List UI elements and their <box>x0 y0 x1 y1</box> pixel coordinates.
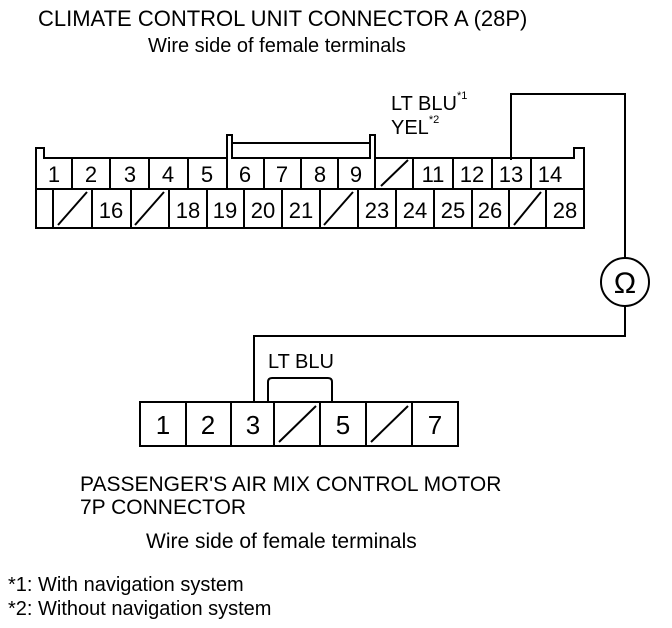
terminal-a20: 20 <box>251 198 275 223</box>
terminal-a25: 25 <box>441 198 465 223</box>
terminal-a18: 18 <box>176 198 200 223</box>
test-lead-lower <box>253 306 626 402</box>
footnote-1: *1: With navigation system <box>8 574 244 596</box>
wire-label-lt-blu: LT BLU*1 <box>391 91 467 115</box>
wire-mark-1: *1 <box>456 90 468 102</box>
wire-color-1: LT BLU <box>391 93 457 115</box>
terminal-b7: 7 <box>428 410 442 440</box>
ohmmeter-icon <box>600 257 650 307</box>
connector-b-housing <box>139 401 459 447</box>
empty-cavity-27 <box>513 191 542 226</box>
terminal-a24: 24 <box>403 198 427 223</box>
terminal-a9: 9 <box>350 162 362 187</box>
connector-a-housing <box>35 134 585 229</box>
connector-b-lock-tab <box>267 377 333 402</box>
terminal-b1: 1 <box>156 410 170 440</box>
wire-color-2: YEL <box>391 117 429 139</box>
connector-a-title: CLIMATE CONTROL UNIT CONNECTOR A (28P) <box>38 6 528 31</box>
terminal-b3: 3 <box>246 410 260 440</box>
terminal-a26: 26 <box>478 198 502 223</box>
ohm-symbol: Ω <box>614 267 636 300</box>
terminal-a11: 11 <box>422 162 445 187</box>
terminal-a6: 6 <box>239 162 251 187</box>
terminal-a7: 7 <box>276 162 288 187</box>
terminal-a3: 3 <box>124 162 136 187</box>
connector-a-subtitle: Wire side of female terminals <box>148 35 406 57</box>
terminal-b5: 5 <box>336 410 350 440</box>
terminal-a21: 21 <box>289 198 313 223</box>
wire-mark-2: *2 <box>428 114 440 126</box>
terminal-a12: 12 <box>460 162 484 187</box>
terminal-a13: 13 <box>499 162 523 187</box>
terminal-a4: 4 <box>162 162 174 187</box>
empty-cavity-b4 <box>278 405 317 443</box>
empty-cavity-15 <box>57 191 88 226</box>
terminal-a2: 2 <box>85 162 97 187</box>
footnote-2: *2: Without navigation system <box>8 598 272 620</box>
terminal-a19: 19 <box>213 198 237 223</box>
connector-b-title-line1: PASSENGER'S AIR MIX CONTROL MOTOR <box>80 473 502 496</box>
terminal-a5: 5 <box>201 162 213 187</box>
terminal-a23: 23 <box>365 198 389 223</box>
wire-label-yel: YEL*2 <box>391 115 439 139</box>
empty-cavity-17 <box>134 191 165 226</box>
test-lead-upper <box>510 93 626 258</box>
empty-cavity-b6 <box>370 405 409 443</box>
connector-b-subtitle: Wire side of female terminals <box>146 530 417 553</box>
empty-cavity-22 <box>323 191 354 226</box>
connector-b-grid <box>185 402 413 446</box>
terminal-a28: 28 <box>553 198 577 223</box>
connector-a-row2-grid <box>52 189 547 228</box>
terminal-a16: 16 <box>99 198 123 223</box>
wire-label-connector-b: LT BLU <box>268 351 334 373</box>
terminal-a1: 1 <box>48 162 60 187</box>
terminal-a14: 14 <box>538 162 562 187</box>
empty-cavity-10 <box>380 159 409 187</box>
terminal-a8: 8 <box>314 162 326 187</box>
connector-b-title-line2: 7P CONNECTOR <box>80 496 247 519</box>
terminal-b2: 2 <box>201 410 215 440</box>
connector-a-row1-grid <box>71 158 532 189</box>
